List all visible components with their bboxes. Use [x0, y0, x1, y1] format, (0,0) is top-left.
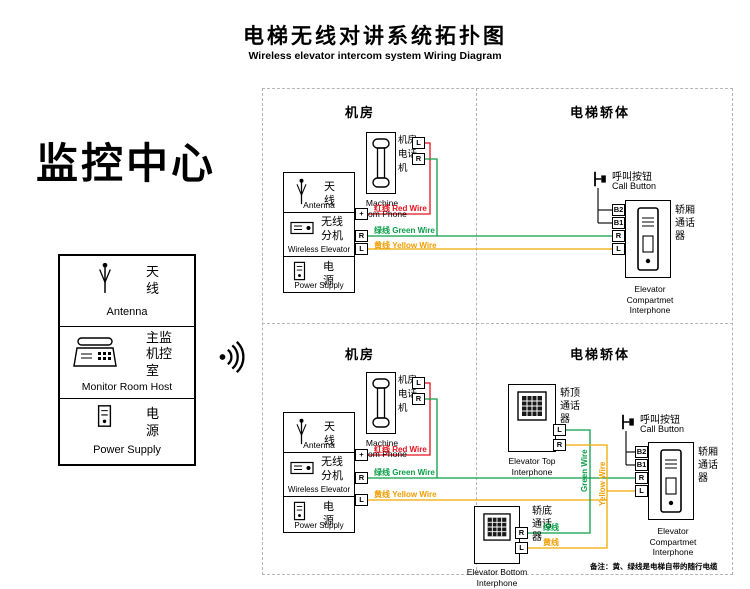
monitor-center-box	[58, 254, 196, 466]
terminal-B1: B1	[612, 217, 625, 229]
dashed-divider-horizontal	[262, 323, 733, 324]
footer-note: 备注：黄、绿线是电梯自带的随行电缆	[590, 562, 718, 571]
terminal-R: R	[355, 230, 368, 242]
red-wire-label: 红线 Red Wire	[374, 445, 427, 454]
unit-power-label-en: Power Supply	[294, 521, 344, 530]
terminal-L: L	[612, 243, 625, 255]
power-supply-icon	[293, 501, 306, 521]
zone-elevator-car: 电梯轿体	[569, 347, 630, 362]
yellow-wire-label: 黄线 Yellow Wire	[374, 241, 437, 250]
call-button-label: 呼叫按钮	[612, 172, 652, 183]
unit-antenna-label: 天线	[324, 181, 335, 208]
terminal-L: L	[515, 542, 528, 554]
page-subtitle: Wireless elevator intercom system Wiring…	[248, 50, 502, 62]
terminal-B1: B1	[635, 459, 648, 471]
terminal-B2: B2	[612, 204, 625, 216]
terminal-R: R	[355, 472, 368, 484]
terminal-L: L	[553, 424, 566, 436]
terminal-R: R	[553, 439, 566, 451]
wireless-ext-label: 无线分机	[321, 456, 343, 483]
wireless-unit-icon	[290, 461, 314, 475]
antenna-icon	[96, 262, 114, 294]
unit-divider	[283, 452, 355, 453]
terminal-R: R	[612, 230, 625, 242]
terminal-R: R	[412, 153, 425, 165]
monitor-antenna-label: 天线	[146, 264, 160, 296]
monitor-host-label-en: Monitor Room Host	[81, 381, 173, 393]
unit-power-label: 电源	[323, 501, 334, 528]
elevator-top-interphone-label: 轿顶通话器	[560, 388, 580, 425]
call-button-icon	[620, 413, 635, 431]
compartment-interphone-box	[648, 442, 694, 520]
green-wire-short-label: 绿线	[543, 523, 559, 532]
zone-elevator-car: 电梯轿体	[569, 105, 630, 120]
terminal-L: L	[355, 494, 368, 506]
unit-antenna-label-en: Antenna	[303, 440, 335, 450]
speaker-grid-icon	[483, 513, 511, 541]
power-supply-icon	[97, 404, 112, 428]
unit-divider	[283, 212, 355, 213]
intercom-icon	[659, 448, 683, 514]
compartment-interphone-label: 轿厢通话器	[675, 205, 695, 242]
dashed-divider-vertical	[476, 88, 477, 575]
terminal-R: R	[515, 527, 528, 539]
wireless-ext-label: 无线分机	[321, 216, 343, 243]
speaker-grid-icon	[517, 391, 547, 421]
unit-antenna-label: 天线	[324, 421, 335, 448]
yellow-wire-short-label: 黄线	[543, 538, 559, 547]
unit-divider	[283, 496, 355, 497]
monitor-box-divider	[58, 398, 196, 399]
terminal-L: L	[412, 377, 425, 389]
desk-phone-icon	[72, 336, 118, 368]
green-wire-vertical-label: Green Wire	[580, 449, 589, 492]
wireless-ext-label-en: Wireless Elevator	[287, 245, 351, 254]
monitor-power-label: 电源	[146, 406, 160, 438]
zone-machine-room: 机房	[344, 347, 375, 362]
monitor-host-label: 主监机控室	[146, 330, 173, 378]
red-wire-label: 红线 Red Wire	[374, 204, 427, 213]
call-button-label-en: Call Button	[640, 424, 685, 434]
wireless-unit-icon	[290, 221, 314, 235]
yellow-wire-label: 黄线 Yellow Wire	[374, 490, 437, 499]
elevator-bottom-interphone-label-en: Elevator Bottom Interphone	[466, 567, 528, 588]
terminal-L: L	[412, 137, 425, 149]
unit-power-label-en: Power Supply	[294, 281, 344, 290]
yellow-wire-vertical-label: Yellow Wire	[598, 461, 607, 506]
terminal-B2: B2	[635, 446, 648, 458]
wireless-ext-label-en: Wireless Elevator	[287, 485, 351, 494]
terminal-plus: +	[355, 449, 368, 461]
elevator-top-interphone-label-en: Elevator Top Interphone	[508, 456, 556, 477]
terminal-R: R	[635, 472, 648, 484]
unit-power-label: 电源	[323, 261, 334, 288]
call-button-label: 呼叫按钮	[640, 415, 680, 426]
page-title: 电梯无线对讲系统拓扑图	[243, 25, 507, 48]
handset-phone-icon	[370, 377, 392, 429]
compartment-interphone-box	[625, 200, 671, 278]
call-button-icon	[592, 170, 607, 188]
power-supply-icon	[293, 261, 306, 281]
zone-machine-room: 机房	[344, 105, 375, 120]
green-wire-label: 绿线 Green Wire	[374, 226, 435, 235]
terminal-L: L	[635, 485, 648, 497]
compartment-interphone-label-en: Elevator Compartmet Interphone	[649, 526, 697, 558]
terminal-L: L	[355, 243, 368, 255]
call-button-label-en: Call Button	[612, 181, 657, 191]
green-wire-label: 绿线 Green Wire	[374, 468, 435, 477]
compartment-interphone-label-en: Elevator Compartmet Interphone	[626, 284, 674, 316]
monitor-antenna-label-en: Antenna	[106, 306, 148, 318]
monitor-center-heading: 监控中心	[36, 140, 217, 187]
unit-antenna-label-en: Antenna	[303, 200, 335, 210]
monitor-box-divider	[58, 326, 196, 327]
dashed-border	[262, 88, 733, 575]
terminal-R: R	[412, 393, 425, 405]
compartment-interphone-label: 轿厢通话器	[698, 447, 718, 484]
wireless-signal-icon	[218, 340, 252, 374]
terminal-plus: +	[355, 208, 368, 220]
monitor-power-label-en: Power Supply	[93, 444, 161, 456]
unit-divider	[283, 256, 355, 257]
intercom-icon	[636, 206, 660, 272]
handset-phone-icon	[370, 137, 392, 189]
